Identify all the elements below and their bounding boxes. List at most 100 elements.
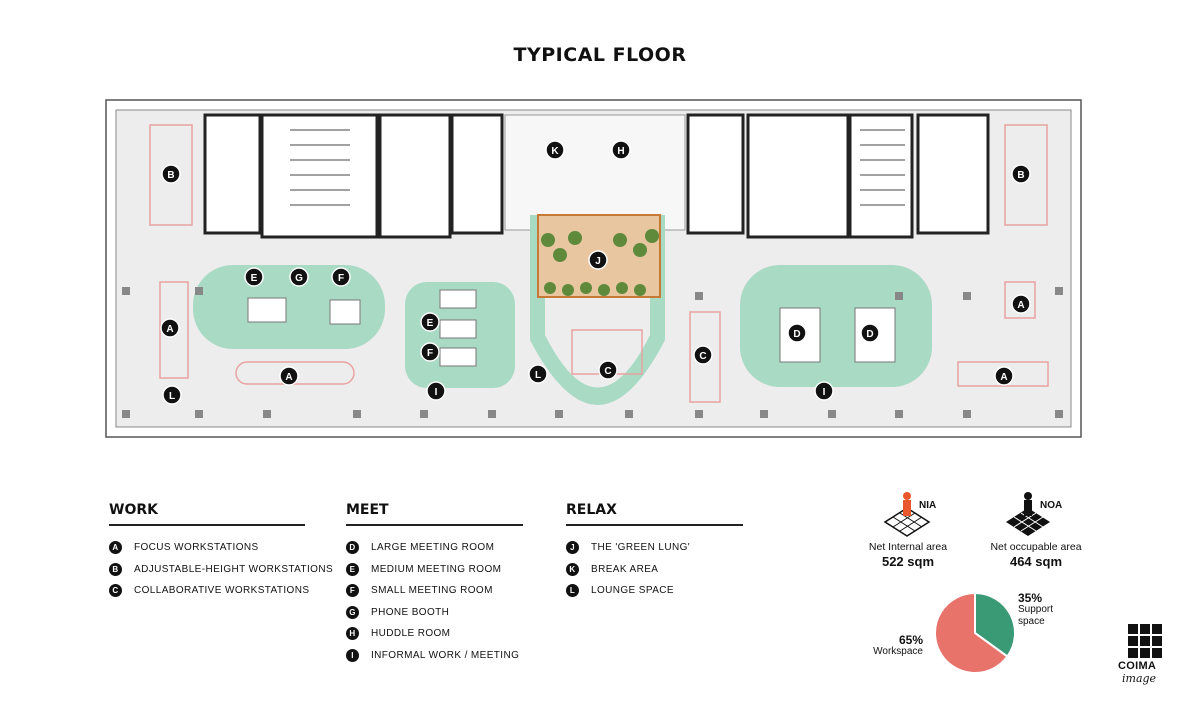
pie-name-workspace: Workspace [873,646,923,657]
legend-label-b: ADJUSTABLE-HEIGHT WORKSTATIONS [134,563,334,575]
plan-marker-letter: C [604,366,611,377]
legend-relax-heading: RELAX [566,502,617,518]
legend-badge-d: D [346,541,359,555]
plan-marker-a: A [160,318,180,338]
pie-label-workspace: 65% Workspace [873,634,923,658]
plan-marker-letter: E [251,273,258,284]
legend-item-b: B ADJUSTABLE-HEIGHT WORKSTATIONS [109,559,333,581]
legend-label-f: SMALL MEETING ROOM [371,585,493,597]
plan-marker-letter: L [169,391,175,402]
logo-name: COIMA [1118,660,1157,672]
plan-marker-d: D [860,323,880,343]
core-right [686,113,990,239]
plan-marker-c: C [598,360,618,380]
break-area-zone [504,114,686,231]
plan-marker-letter: I [435,387,438,398]
logo-script: image [1122,672,1157,685]
nia-label: Net Internal area [868,541,948,553]
legend-item-d: D LARGE MEETING ROOM [346,537,519,559]
legend-item-i: I INFORMAL WORK / MEETING [346,645,519,667]
legend-badge-e: E [346,562,359,576]
legend-work-list: A FOCUS WORKSTATIONS B ADJUSTABLE-HEIGHT WO… [109,537,333,602]
noa-stat: Net occupable area 464 sqm [978,541,1094,569]
meeting-pod-left [193,265,385,349]
pie-name-support-line1: Support [1018,604,1054,615]
page-title: TYPICAL FLOOR [513,44,687,66]
plan-marker-letter: A [285,372,292,383]
nia-tag: NIA [919,500,937,511]
legend-badge-h: H [346,627,359,641]
plan-marker-e: E [420,312,440,332]
legend-badge-a: A [109,541,122,555]
plan-marker-j: J [588,250,608,270]
noa-tag: NOA [1040,500,1063,511]
legend-meet-rule [346,524,523,526]
plan-marker-letter: E [427,318,434,329]
legend-label-c: COLLABORATIVE WORKSTATIONS [134,585,310,597]
plan-marker-h: H [611,140,631,160]
legend-work-rule [109,524,305,526]
plan-marker-e: E [244,267,264,287]
legend-badge-g: G [346,605,359,619]
stair-lines [290,129,905,206]
plan-marker-letter: D [793,329,800,340]
legend-item-k: K BREAK AREA [566,559,690,581]
plan-marker-letter: H [617,146,624,157]
plan-marker-i: I [814,381,834,401]
legend-item-a: A FOCUS WORKSTATIONS [109,537,333,559]
legend-work-heading: WORK [109,502,158,518]
legend-label-l: LOUNGE SPACE [591,585,674,597]
legend-meet-heading: MEET [346,502,389,518]
legend-badge-i: I [346,648,359,662]
plan-marker-k: K [545,140,565,160]
legend-label-d: LARGE MEETING ROOM [371,542,495,554]
plan-marker-letter: L [535,370,541,381]
pie-label-support: 35% Support space [1018,592,1053,628]
pie-name-support-line2: space [1018,616,1045,627]
core-left [203,113,504,239]
legend-label-j: THE 'GREEN LUNG' [591,542,691,554]
plan-marker-b: B [161,164,181,184]
plan-marker-b: B [1011,164,1031,184]
legend-item-c: C COLLABORATIVE WORKSTATIONS [109,580,333,602]
plan-marker-l: L [528,364,548,384]
pie-slice-support-space [974,591,1016,658]
legend-label-k: BREAK AREA [591,563,659,575]
noa-label: Net occupable area [990,541,1082,553]
nia-stat: Net Internal area 522 sqm [858,541,958,569]
plan-marker-letter: C [699,351,706,362]
building-outline [105,99,1082,438]
pie-slice-workspace [934,591,1009,674]
legend-label-i: INFORMAL WORK / MEETING [371,649,520,661]
plan-marker-i: I [426,381,446,401]
nia-value: 522 sqm [881,554,935,569]
legend-label-a: FOCUS WORKSTATIONS [134,542,259,554]
pie-pct-support: 35% [1018,591,1043,605]
workstation-outlines [149,124,1049,403]
noa-value: 464 sqm [1009,554,1063,569]
meeting-pod-right [740,265,932,387]
plan-marker-letter: F [427,348,433,359]
legend-badge-c: C [109,584,122,598]
plan-marker-f: F [331,267,351,287]
plan-marker-letter: B [1017,170,1024,181]
legend-relax-rule [566,524,743,526]
plan-marker-letter: G [295,273,303,284]
plan-marker-letter: F [338,273,344,284]
plan-marker-letter: A [1000,372,1007,383]
plan-marker-letter: D [866,329,873,340]
plan-marker-l: L [162,385,182,405]
legend-badge-k: K [566,562,579,576]
plan-marker-letter: K [551,146,559,157]
plan-marker-c: C [693,345,713,365]
plan-marker-letter: J [595,256,601,267]
legend-badge-b: B [109,562,122,576]
meeting-tables [247,289,896,367]
